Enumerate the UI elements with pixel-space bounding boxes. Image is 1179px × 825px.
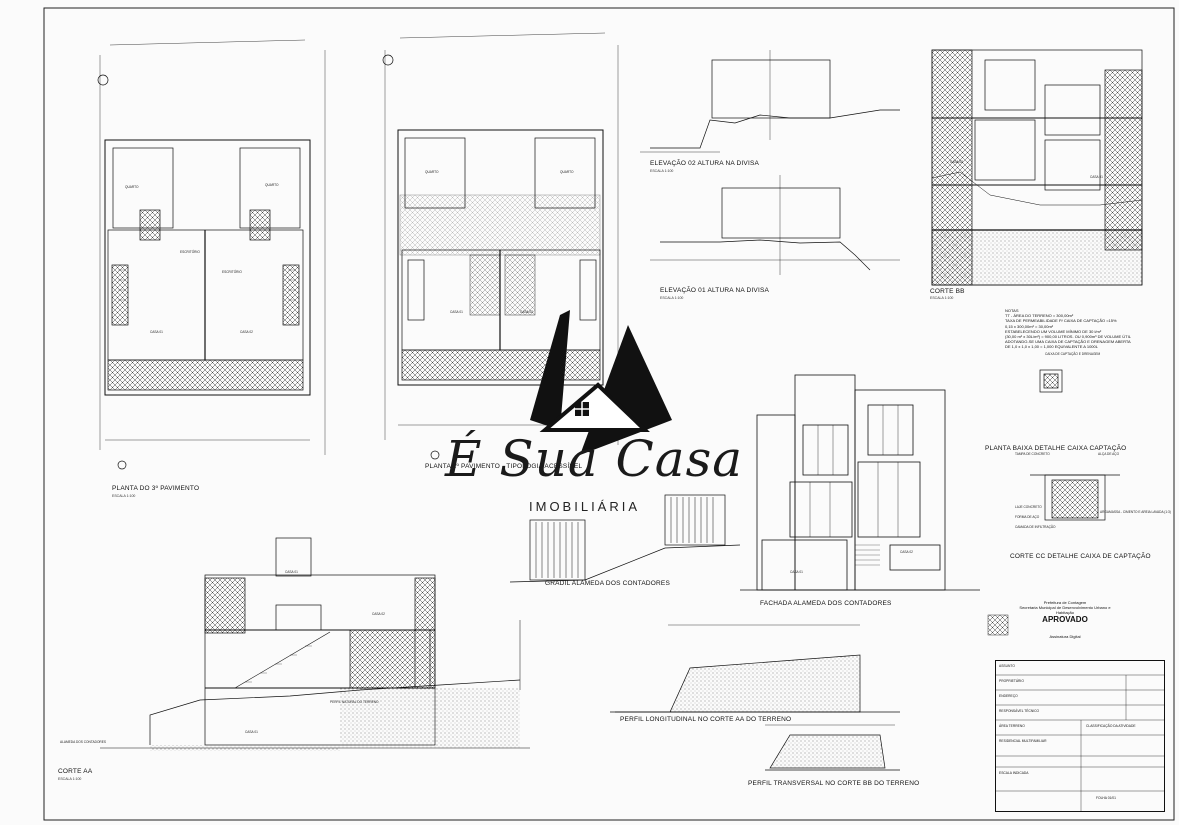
room-casa-bb1: CASA 02 xyxy=(950,160,963,164)
approval-sign: Assinatura Digital xyxy=(1049,634,1081,639)
profile-transversal xyxy=(765,724,900,771)
room-casa-bb2: CASA 01 xyxy=(1090,175,1103,179)
room-casa02-a: CASA 02 xyxy=(240,330,253,334)
section-bb xyxy=(931,49,1143,286)
detail-label-6: ARGAMASSA - CIMENTO E AREIA LAVADA (1:3) xyxy=(1100,510,1171,514)
profile-longitudinal xyxy=(610,624,900,713)
room-quarto-3: QUARTO xyxy=(425,170,439,174)
brand-name: É Sua Casa xyxy=(445,430,744,488)
notes-block: NOTAS TT - ÁREA DO TERRENO = 300,00m² TA… xyxy=(1005,308,1131,350)
gate-elevation xyxy=(509,494,741,583)
notes-header: NOTAS xyxy=(1005,308,1019,313)
room-casa-aa2: CASA 02 xyxy=(372,612,385,616)
title-elevation-01: ELEVAÇÃO 01 ALTURA NA DIVISA xyxy=(660,287,770,294)
plan-3rd-floor xyxy=(97,39,326,470)
tb-row8: ESCALA INDICADA xyxy=(999,771,1029,775)
title-elevation-02: ELEVAÇÃO 02 ALTURA NA DIVISA xyxy=(650,160,760,167)
brand-logo: É Sua Casa IMOBILIÁRIA xyxy=(445,430,745,514)
approval-status: APROVADO xyxy=(1042,615,1088,624)
title-catch-section: CORTE CC DETALHE CAIXA DE CAPTAÇÃO xyxy=(1010,553,1151,560)
scale-elevation-02: ESCALA 1:100 xyxy=(650,169,674,173)
room-escritorio-2: ESCRITÓRIO xyxy=(222,270,242,274)
room-casa-aa3: CASA 01 xyxy=(245,730,258,734)
title-catch-plan: PLANTA BAIXA DETALHE CAIXA CAPTAÇÃO xyxy=(985,445,1127,452)
title-block: ASSUNTO PROPRIETÁRIO ENDEREÇO RESPONSÁVE… xyxy=(995,660,1165,812)
facade xyxy=(740,374,980,591)
logo-mark xyxy=(530,310,672,455)
title-profile-long: PERFIL LONGITUDINAL NO CORTE AA DO TERRE… xyxy=(620,716,792,723)
caixa-caption: CAIXA DE CAPTAÇÃO E DRENAGEM xyxy=(1045,352,1101,356)
scale-section-bb: ESCALA 1:100 xyxy=(930,296,954,300)
qr-code xyxy=(987,614,1009,636)
tb-row7: RESIDENCIAL MULTIFAMILIAR xyxy=(999,739,1047,743)
detail-label-5: CAMADA DE INFILTRAÇÃO xyxy=(1015,525,1056,529)
title-gate: GRADIL ALAMEDA DOS CONTADORES xyxy=(545,580,670,587)
title-profile-trans: PERFIL TRANSVERSAL NO CORTE BB DO TERREN… xyxy=(748,780,920,787)
approval-org2: Secretaria Municipal de Desenvolvimento … xyxy=(1019,605,1111,615)
tb-row9: FOLHA 01/01 xyxy=(1096,796,1116,800)
room-facade-casa01: CASA 01 xyxy=(790,570,803,574)
scale-elevation-01: ESCALA 1:100 xyxy=(660,296,684,300)
note-line-7: DE 1,0 x 1,0 x 1,00 = 1,000 EQUIVALENTE … xyxy=(1005,344,1098,350)
room-quarto-1: QUARTO xyxy=(125,185,139,189)
plan-accessible xyxy=(382,32,619,460)
tb-row3: ENDEREÇO xyxy=(999,694,1018,698)
note-line-4: ESTABELECENDO UM VOLUME MÍNIMO DE 30 l/m… xyxy=(1005,328,1102,334)
note-line-3: 0,15 x 300,00m² = 30,00m² xyxy=(1005,323,1054,329)
elevation-01 xyxy=(650,175,900,275)
note-line-6: ADOTANDO-SE UMA CAIXA DE CAPTAÇÃO E DREN… xyxy=(1005,339,1131,345)
detail-label-3: LAJE CONCRETO xyxy=(1015,505,1042,509)
room-facade-casa02: CASA 02 xyxy=(900,550,913,554)
note-line-5: (30,00 m² x 30L/m²) = 900,00 LITROS. OU … xyxy=(1005,334,1131,340)
room-quarto-4: QUARTO xyxy=(560,170,574,174)
note-line-2: TAXA DE PERMEABILIDADE P/ CAIXA DE CAPTA… xyxy=(1005,318,1117,324)
section-aa xyxy=(100,537,530,751)
tb-row2: PROPRIETÁRIO xyxy=(999,679,1024,683)
catch-box xyxy=(1030,369,1120,521)
room-casa02-b: CASA 02 xyxy=(520,310,533,314)
tb-row4: RESPONSÁVEL TÉCNICO xyxy=(999,709,1040,713)
room-casa01-b: CASA 01 xyxy=(450,310,463,314)
title-plan-accessible: PLANTA 1º PAVIMENTO - TIPOLOGIA ACESSÍVE… xyxy=(425,463,583,470)
title-section-aa: CORTE AA xyxy=(58,768,93,775)
scale-section-aa: ESCALA 1:100 xyxy=(58,777,82,781)
room-casa01-a: CASA 01 xyxy=(150,330,163,334)
title-plan-3rd: PLANTA DO 3º PAVIMENTO xyxy=(112,485,200,492)
alameda-label: ALAMEDA DOS CONTADORES xyxy=(60,740,106,744)
tb-row6: CLASSIFICAÇÃO DA ATIVIDADE xyxy=(1086,724,1136,728)
detail-label-2: ALÇA DE AÇO xyxy=(1098,452,1120,456)
scale-plan-3rd: ESCALA 1:100 xyxy=(112,494,136,498)
title-facade: FACHADA ALAMEDA DOS CONTADORES xyxy=(760,600,892,607)
approval-stamp: Prefeitura de Contagem Secretaria Munici… xyxy=(1010,600,1120,639)
tb-row5: ÁREA TERRENO xyxy=(999,724,1025,728)
detail-label-4: FORMA DE AÇO xyxy=(1015,515,1040,519)
title-block-grid xyxy=(996,674,1164,811)
terrain-label: PERFIL NATURAL DO TERRENO xyxy=(330,700,379,704)
brand-subtitle: IMOBILIÁRIA xyxy=(529,499,641,514)
approval-org1: Prefeitura de Contagem xyxy=(1043,600,1087,605)
note-line-1: TT - ÁREA DO TERRENO = 300,00m² xyxy=(1005,313,1074,319)
room-escritorio-1: ESCRITÓRIO xyxy=(180,250,200,254)
room-quarto-2: QUARTO xyxy=(265,183,279,187)
tb-row1: ASSUNTO xyxy=(999,664,1015,668)
room-casa-aa1: CASA 01 xyxy=(285,570,298,574)
title-section-bb: CORTE BB xyxy=(930,288,965,295)
elevation-02 xyxy=(640,50,900,153)
detail-label-1: TAMPA DE CONCRETO xyxy=(1015,452,1050,456)
